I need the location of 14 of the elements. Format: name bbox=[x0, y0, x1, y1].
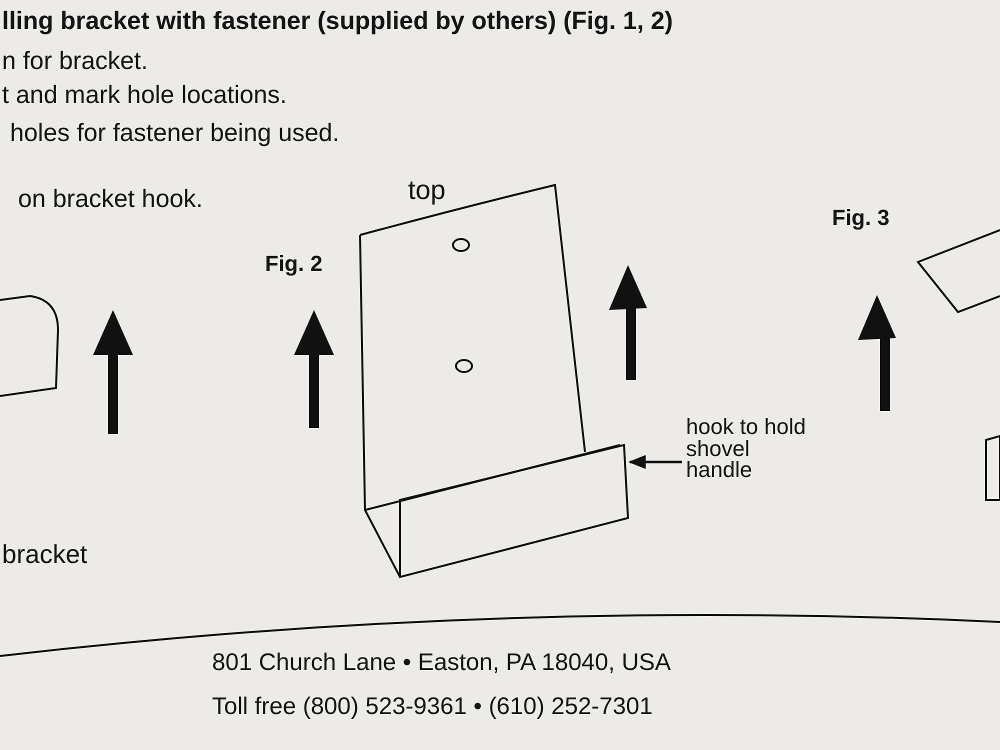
leader-line bbox=[628, 455, 682, 469]
phone-text: Toll free (800) 523-9361 • (610) 252-7301 bbox=[212, 694, 653, 720]
part-label: bracket bbox=[2, 540, 88, 569]
instruction-text: t and mark hole locations. bbox=[2, 82, 287, 110]
address-text: 801 Church Lane • Easton, PA 18040, USA bbox=[212, 650, 671, 676]
instruction-text: n for bracket. bbox=[2, 48, 148, 76]
part-label: top bbox=[408, 176, 446, 206]
instruction-text: holes for fastener being used. bbox=[10, 120, 340, 148]
instruction-text: on bracket hook. bbox=[18, 186, 203, 214]
figure-label: Fig. 3 bbox=[832, 206, 890, 230]
figure-label: Fig. 2 bbox=[265, 252, 322, 276]
callout-text: hook to hold shovel handle bbox=[686, 416, 806, 481]
instruction-heading: lling bracket with fastener (supplied by others) (Fig. 1, 2) bbox=[2, 8, 673, 36]
bracket-hook bbox=[399, 444, 630, 578]
